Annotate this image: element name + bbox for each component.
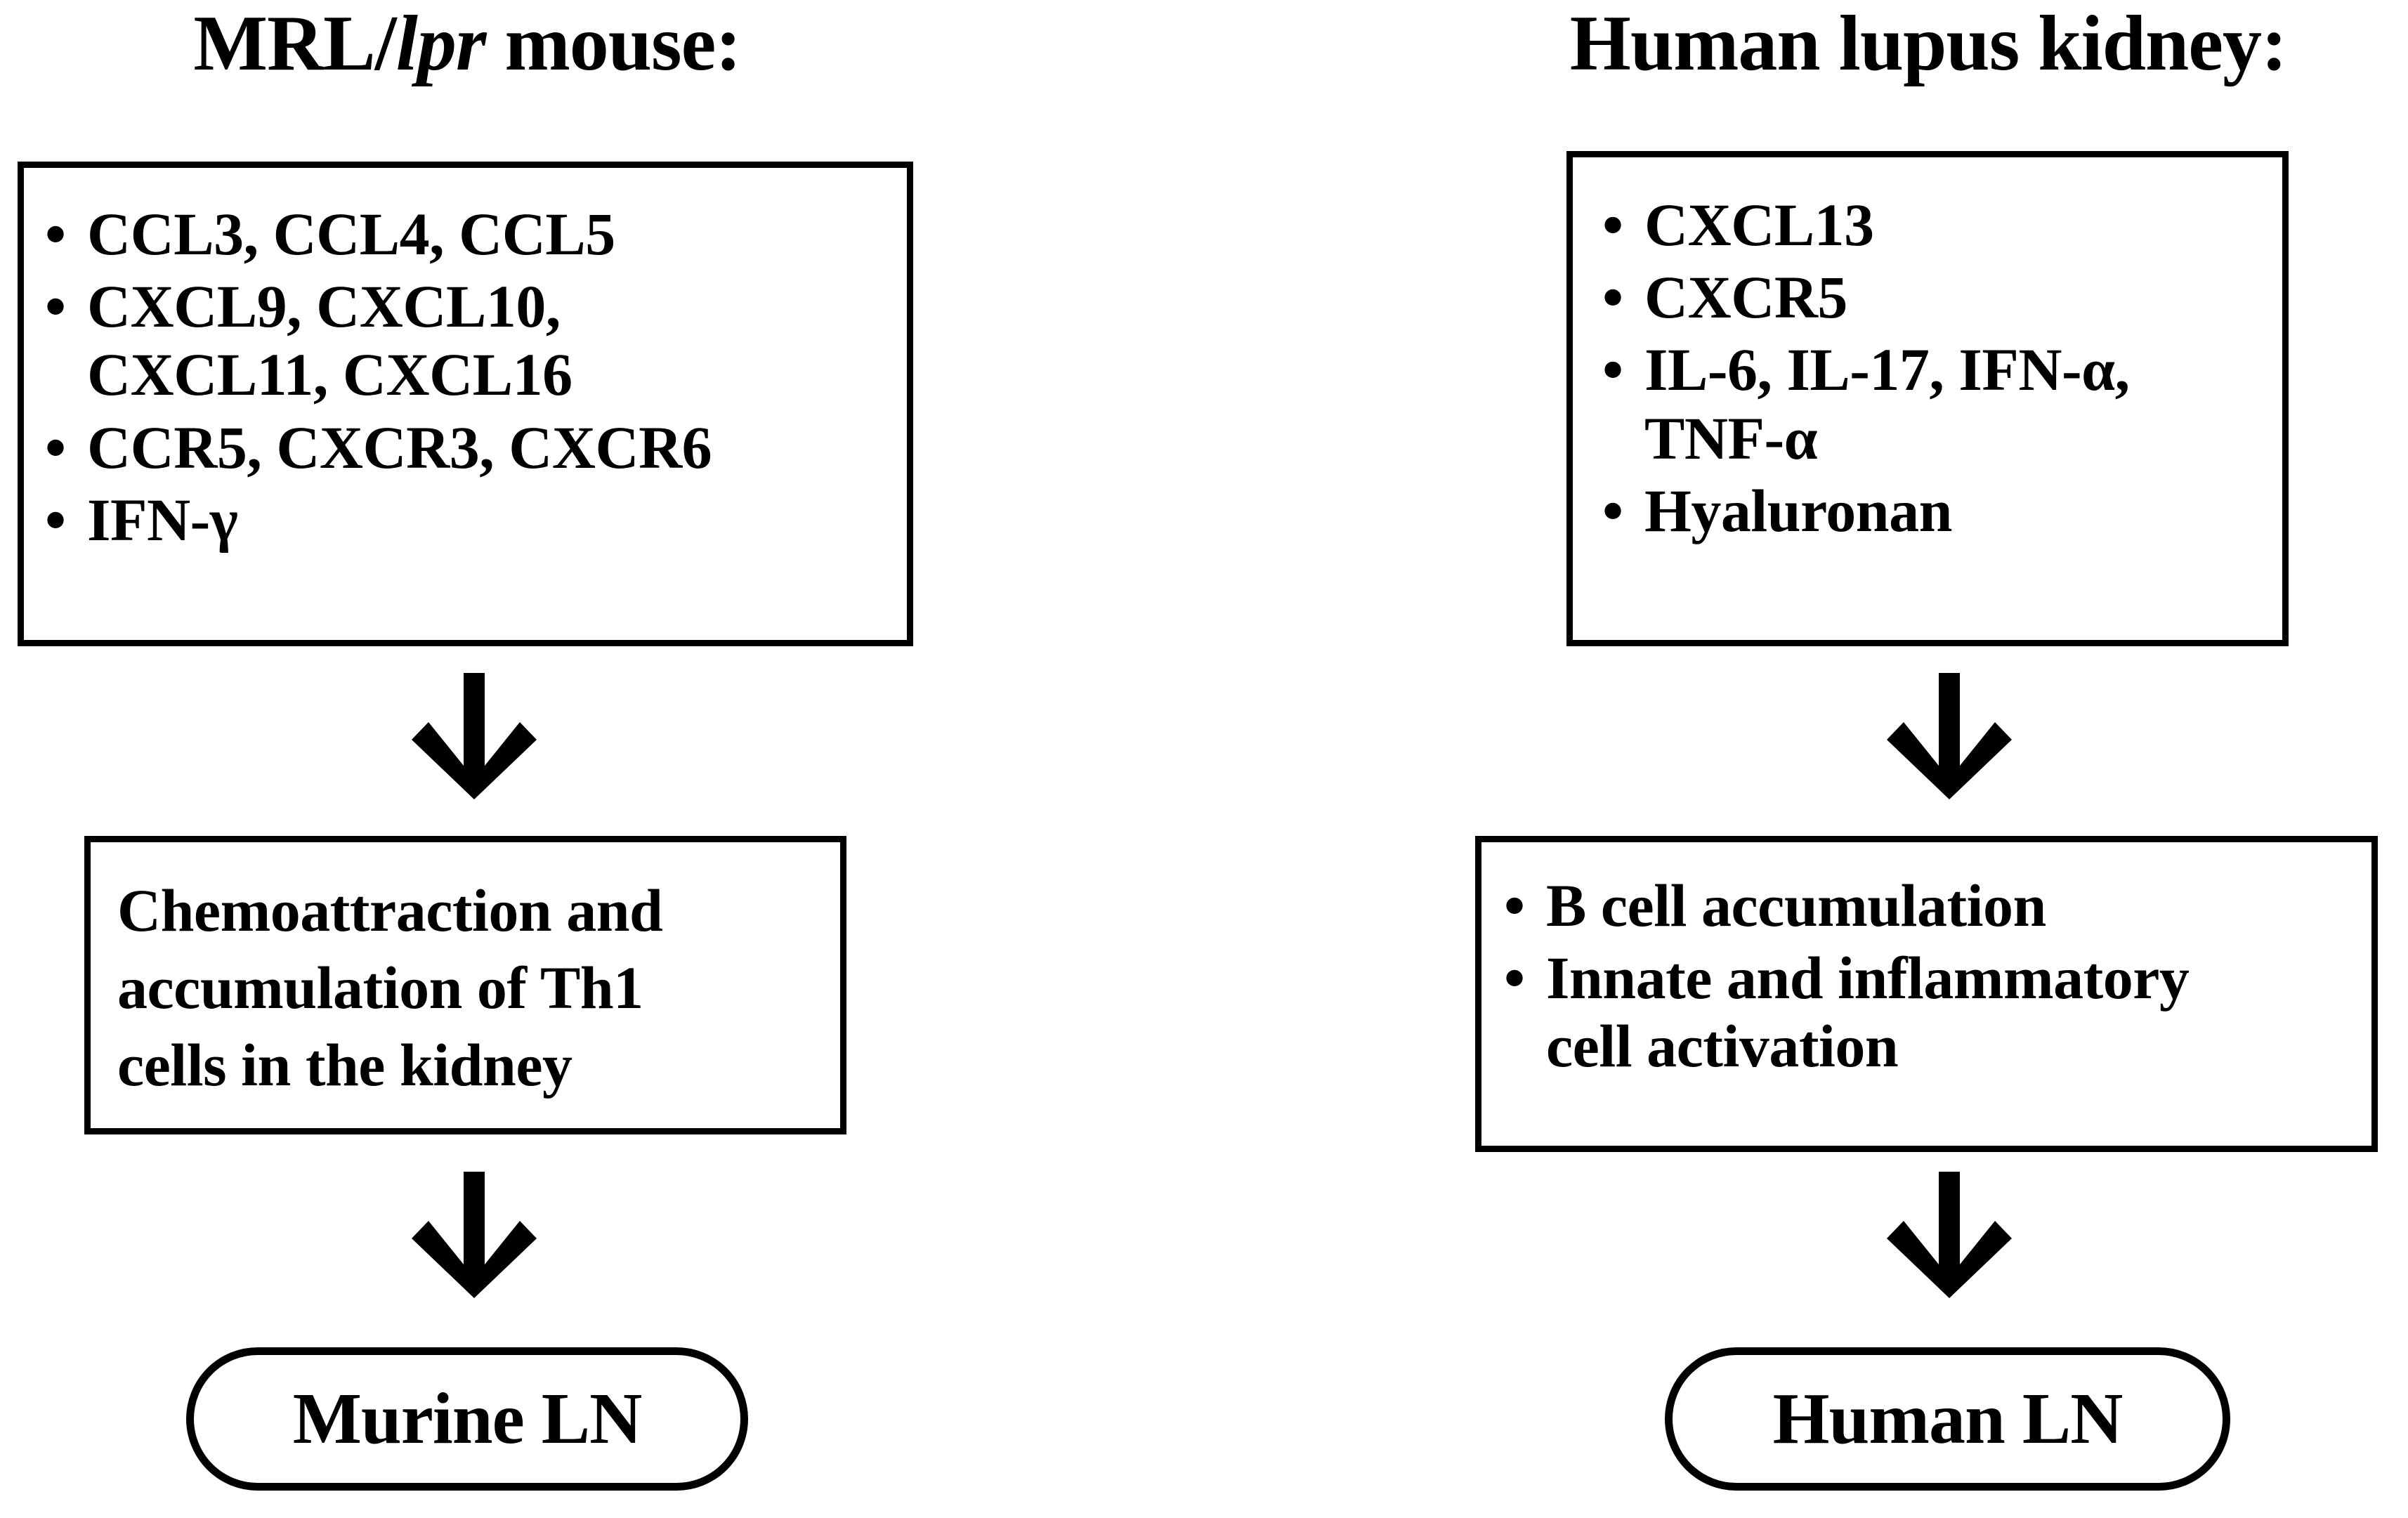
left-column-title: MRL/lpr mouse: — [0, 4, 934, 83]
list-item: Innate and inflammatory cell activation — [1503, 944, 2356, 1080]
left-mediators-list: CCL3, CCL4, CCL5 CXCL9, CXCL10, CXCL11, … — [44, 200, 886, 558]
left-title-italic: lpr — [395, 0, 487, 87]
right-result-label: Human LN — [1772, 1378, 2124, 1459]
list-item: CCL3, CCL4, CCL5 — [44, 200, 886, 268]
left-title-suffix: mouse: — [485, 0, 741, 87]
list-item: CCR5, CXCR3, CXCR6 — [44, 414, 886, 482]
right-arrow-2-down-arrow — [1883, 1172, 2016, 1298]
list-item: IFN-γ — [44, 486, 886, 554]
right-result-box: Human LN — [1665, 1347, 2230, 1491]
right-arrow-1-down-arrow — [1883, 673, 2016, 799]
left-outcome-box: Chemoattraction and accumulation of Th1 … — [84, 836, 846, 1134]
list-item: B cell accumulation — [1503, 872, 2356, 940]
left-result-box: Murine LN — [186, 1347, 748, 1491]
list-item: IL-6, IL-17, IFN-α, TNF-α — [1601, 336, 2275, 472]
right-mediators-box: CXCL13 CXCR5 IL-6, IL-17, IFN-α, TNF-α H… — [1566, 151, 2289, 646]
right-column-title: Human lupus kidney: — [1569, 0, 2288, 87]
list-item: Hyaluronan — [1601, 477, 2275, 545]
left-mediators-box: CCL3, CCL4, CCL5 CXCL9, CXCL10, CXCL11, … — [18, 162, 913, 646]
left-arrow-2-down-arrow — [407, 1172, 541, 1298]
list-item: CXCR5 — [1601, 263, 2275, 332]
list-item: CXCL13 — [1601, 191, 2275, 259]
list-item: CXCL9, CXCL10, CXCL11, CXCL16 — [44, 273, 886, 409]
left-outcome-text: Chemoattraction and accumulation of Th1 … — [117, 877, 663, 1099]
left-title-prefix: MRL/ — [193, 0, 396, 87]
right-outcome-list: B cell accumulation Innate and inflammat… — [1503, 872, 2356, 1085]
left-arrow-1-down-arrow — [407, 673, 541, 799]
left-result-label: Murine LN — [292, 1378, 643, 1459]
right-mediators-list: CXCL13 CXCR5 IL-6, IL-17, IFN-α, TNF-α H… — [1601, 191, 2275, 549]
right-outcome-box: B cell accumulation Innate and inflammat… — [1475, 836, 2378, 1152]
